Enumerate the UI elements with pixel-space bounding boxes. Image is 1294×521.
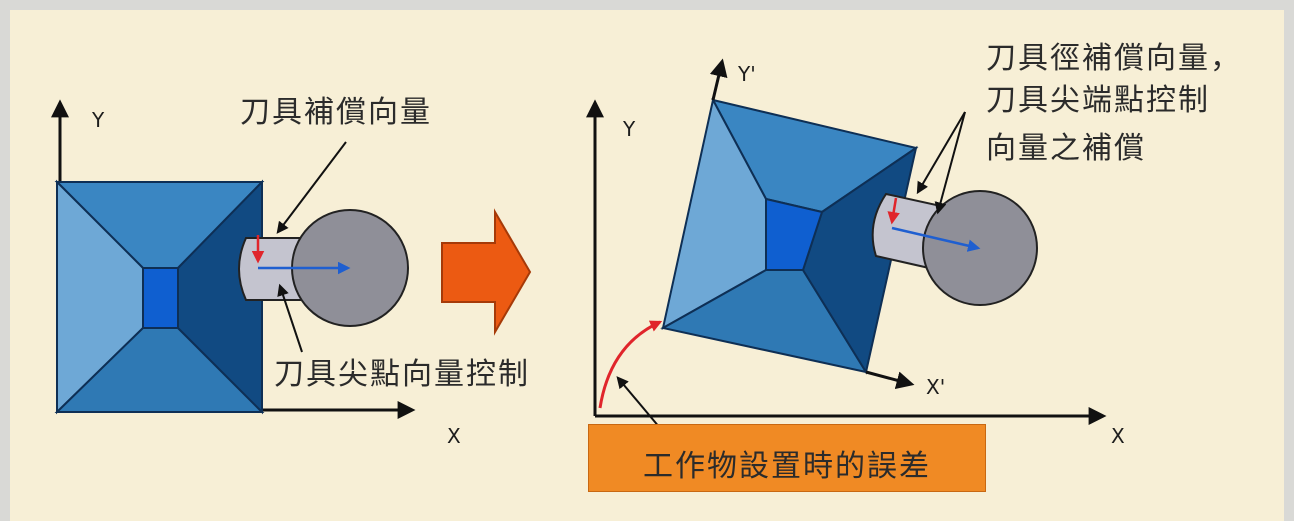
rotation-arc — [598, 320, 663, 409]
label-right-line1: 刀具徑補償向量， — [986, 41, 1242, 76]
left-x-label: X — [447, 424, 461, 448]
right-tool-ball — [922, 190, 1038, 306]
pointer-tip-control — [277, 283, 303, 353]
transition-arrow — [441, 208, 532, 336]
left-workpiece — [54, 179, 265, 415]
left-y-label: Y — [92, 108, 105, 132]
pointer-compensation — [276, 141, 347, 234]
right-y-label: Y — [623, 117, 636, 141]
right-red-vector — [887, 197, 900, 225]
pointer-right-1 — [916, 111, 966, 195]
right-xprime-label: X' — [926, 375, 946, 399]
pointer-right-2 — [934, 111, 966, 215]
setup-error-box: 工作物設置時的誤差 — [588, 424, 986, 492]
right-center-square — [765, 197, 824, 271]
label-tool-tip-control: 刀具尖點向量控制 — [274, 357, 530, 392]
right-tool — [871, 190, 1038, 306]
right-yprime-axis — [709, 58, 728, 101]
right-axes — [586, 99, 1107, 425]
setup-error-label: 工作物設置時的誤差 — [643, 449, 931, 484]
pointer-error — [616, 376, 661, 429]
label-tool-compensation-vector: 刀具補償向量 — [240, 95, 432, 130]
label-right-line2: 刀具尖端點控制 — [986, 83, 1210, 118]
right-blue-vector — [891, 226, 981, 252]
left-center-square — [142, 267, 179, 329]
label-right-line3: 向量之補償 — [986, 131, 1146, 166]
left-tool — [238, 209, 409, 327]
right-yprime-label: Y' — [738, 62, 756, 86]
right-x-label: X — [1111, 424, 1125, 448]
right-xprime-axis — [865, 370, 915, 389]
